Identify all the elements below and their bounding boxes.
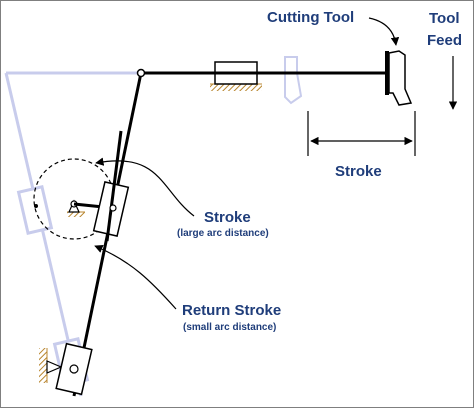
stroke-mid-sublabel: (large arc distance) — [177, 228, 269, 239]
cutting-tool-label: Cutting Tool — [267, 9, 354, 26]
ghost-linkage — [4, 56, 303, 397]
tool-feed-label-line2: Feed — [427, 32, 462, 49]
return-stroke-leader — [94, 245, 177, 310]
ram-guide — [210, 61, 262, 91]
crank-assembly — [34, 130, 130, 242]
stroke-leader — [95, 157, 195, 217]
pivot-joint — [136, 68, 146, 78]
tool-post — [385, 50, 413, 106]
tool-feed-label-line1: Tool — [429, 10, 460, 27]
stroke-mid-label: Stroke — [204, 209, 251, 226]
stroke-top-label: Stroke — [335, 163, 382, 180]
lower-pivot-block — [39, 342, 93, 396]
stroke-dimension — [307, 111, 416, 156]
return-stroke-label: Return Stroke — [182, 302, 281, 319]
return-stroke-sublabel: (small arc distance) — [183, 322, 276, 333]
cutting-tool-leader — [368, 17, 400, 46]
